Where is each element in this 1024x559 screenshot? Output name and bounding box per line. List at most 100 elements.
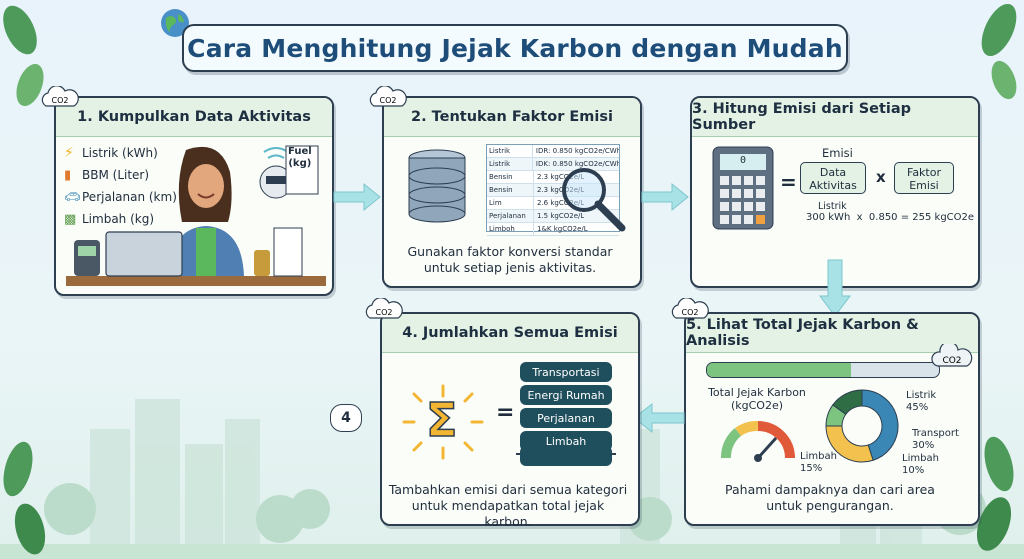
equals-sign: = — [496, 400, 515, 425]
step1-header: 1. Kumpulkan Data Aktivitas — [56, 98, 332, 137]
item-label: Listrik (kWh) — [82, 146, 158, 160]
step3-card: 3. Hitung Emisi dari Setiap Sumber — [690, 96, 980, 288]
emisi-label: Emisi — [822, 146, 853, 160]
desc-line: Pahami dampaknya dan cari area — [725, 482, 935, 497]
step2-description: Gunakan faktor konversi standar untuk se… — [394, 244, 626, 276]
donut-slice-0 — [861, 389, 899, 461]
co2-cloud-icon: CO2 — [671, 298, 709, 319]
database-icon — [408, 149, 466, 223]
item-label: Limbah (kg) — [82, 212, 155, 226]
equals-sign: = — [780, 170, 797, 194]
trash-bin-icon: ▩ — [64, 211, 77, 227]
gauge-icon — [721, 421, 795, 462]
factor-name: Listrik — [487, 158, 533, 170]
calculator-icon — [712, 146, 774, 230]
step4-header: 4. Jumlahkan Semua Emisi — [382, 314, 638, 353]
factor-name: Limboh — [487, 223, 534, 235]
slice-percent: 15% — [800, 463, 823, 474]
gauge-title-line: (kgCO2e) — [730, 399, 784, 412]
lightning-icon: ⚡ — [64, 145, 74, 161]
co2-cloud-icon: CO2 — [369, 86, 407, 107]
fuel-note: Fuel (kg) — [288, 146, 312, 169]
arrow-left-icon — [633, 402, 685, 434]
list-item: ⚡ Listrik (kWh) — [64, 142, 177, 164]
step2-header: 2. Tentukan Faktor Emisi — [384, 98, 640, 137]
co2-cloud-icon: CO2 — [365, 298, 403, 319]
faktor-emisi-box: Faktor Emisi — [894, 162, 954, 194]
step4-badge: 4 — [330, 404, 362, 432]
list-item: ▮ BBM (Liter) — [64, 164, 177, 186]
page-title: Cara Menghitung Jejak Karbon dengan Muda… — [182, 24, 848, 72]
sigma-symbol: Σ — [425, 392, 458, 448]
box-line: Data — [819, 166, 847, 179]
title-text: Cara Menghitung Jejak Karbon dengan Muda… — [187, 33, 843, 63]
slice-name: Limbah — [800, 451, 837, 462]
slice-percent: 30% — [912, 440, 935, 451]
desc-line: untuk mendapatkan total jejak karbon. — [411, 498, 605, 529]
step1-heading: 1. Kumpulkan Data Aktivitas — [77, 109, 311, 125]
arrow-down-icon — [819, 259, 851, 317]
factor-value: 2.3 kgCO2e/L — [537, 186, 585, 194]
factor-value: IDK: 0.850 kgCO2e/CWh — [535, 160, 619, 168]
box-line: Emisi — [909, 179, 939, 192]
desc-line: untuk setiap jenis aktivitas. — [423, 260, 597, 275]
footprint-progress-bar — [706, 362, 940, 378]
calculator-display: 0 — [740, 155, 747, 166]
progress-fill — [707, 363, 851, 377]
slice-name: Transport — [912, 428, 959, 439]
factor-value: IDR: 0.850 kgCO2e/CWh — [535, 147, 619, 155]
category-pill: Perjalanan — [520, 408, 612, 428]
step3-header: 3. Hitung Emisi dari Setiap Sumber — [692, 98, 978, 137]
donut-slice-3 — [832, 389, 863, 415]
step2-heading: 2. Tentukan Faktor Emisi — [411, 109, 613, 125]
co2-cloud-icon: CO2 — [931, 344, 973, 367]
item-label: BBM (Liter) — [82, 168, 150, 182]
co2-label: CO2 — [52, 96, 69, 105]
co2-label: CO2 — [380, 96, 397, 105]
arrow-right-icon — [641, 182, 689, 212]
person-laptop-illustration — [66, 145, 326, 286]
factor-value: 2.6 kgCO2e/L — [537, 199, 585, 207]
desc-line: Tambahkan emisi dari semua kategori — [388, 482, 628, 497]
gauge-title: Total Jejak Karbon (kgCO2e) — [702, 386, 812, 412]
step4-description: Tambahkan emisi dari semua kategori untu… — [388, 482, 628, 530]
factor-value: 1.5 kgCO2e/L — [537, 212, 585, 220]
step5-header: 5. Lihat Total Jejak Karbon & Analisis — [686, 314, 978, 353]
data-aktivitas-box: Data Aktivitas — [800, 162, 866, 194]
multiply-sign: x — [876, 168, 886, 186]
sun-rays-decoration — [402, 384, 484, 460]
magnifier-icon — [562, 168, 626, 232]
slice-name: Listrik — [906, 390, 937, 401]
activity-list: ⚡ Listrik (kWh) ▮ BBM (Liter) 🚗︎ Perjala… — [64, 142, 177, 230]
leaf-decoration-icon — [976, 436, 1014, 551]
slice-name: Limbah — [902, 453, 939, 464]
factor-name: Bensin — [487, 171, 534, 183]
leaf-decoration-icon — [981, 3, 1017, 100]
slice-percent: 10% — [902, 465, 925, 476]
factor-name: Bensin — [487, 184, 534, 196]
desc-line: Gunakan faktor konversi standar — [407, 244, 613, 259]
step5-heading: 5. Lihat Total Jejak Karbon & Analisis — [686, 317, 919, 349]
desc-line: untuk pengurangan. — [766, 498, 894, 513]
step3-heading: 3. Hitung Emisi dari Setiap Sumber — [692, 101, 912, 133]
co2-label: CO2 — [942, 356, 961, 366]
category-pill: Transportasi — [520, 362, 612, 382]
leaf-decoration-icon — [3, 441, 46, 555]
co2-cloud-icon: CO2 — [41, 86, 79, 107]
factor-value: 1&K kgCO2e/L — [537, 225, 588, 233]
car-icon: 🚗︎ — [64, 189, 81, 205]
slice-percent: 45% — [906, 402, 929, 413]
factor-name: Perjalanan — [487, 210, 534, 222]
co2-label: CO2 — [376, 308, 393, 317]
factor-name: Listrik — [487, 145, 533, 157]
step4-heading: 4. Jumlahkan Semua Emisi — [402, 325, 618, 341]
globe-icon — [161, 9, 189, 37]
